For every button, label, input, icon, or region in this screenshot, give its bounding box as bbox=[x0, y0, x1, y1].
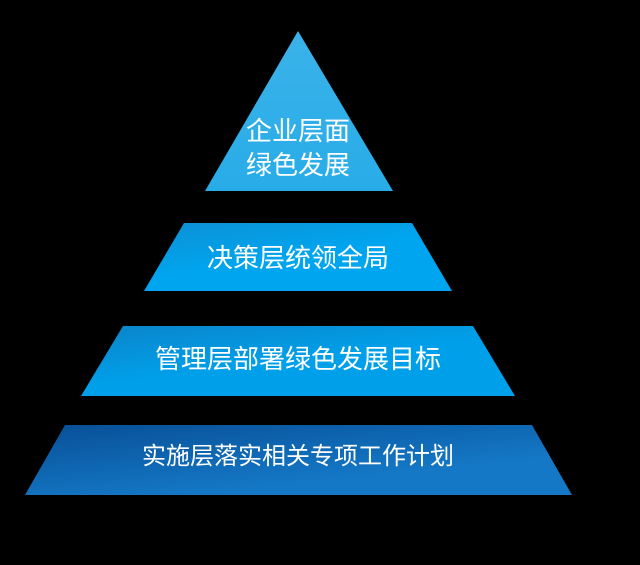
pyramid-tier-4-label: 实施层落实相关专项工作计划 bbox=[142, 442, 454, 470]
pyramid-tier-1-label-line1: 企业层面 bbox=[246, 117, 350, 147]
pyramid-tier-1-label-line2: 绿色发展 bbox=[246, 151, 350, 181]
pyramid-tier-4-shape bbox=[25, 425, 572, 495]
pyramid-tier-2-label: 决策层统领全局 bbox=[207, 244, 389, 274]
pyramid-tier-3-shape bbox=[81, 326, 515, 396]
pyramid-tier-3-label: 管理层部署绿色发展目标 bbox=[155, 345, 441, 375]
pyramid-tier-2-shape bbox=[144, 223, 452, 291]
pyramid-tier-1-shape bbox=[205, 31, 393, 191]
